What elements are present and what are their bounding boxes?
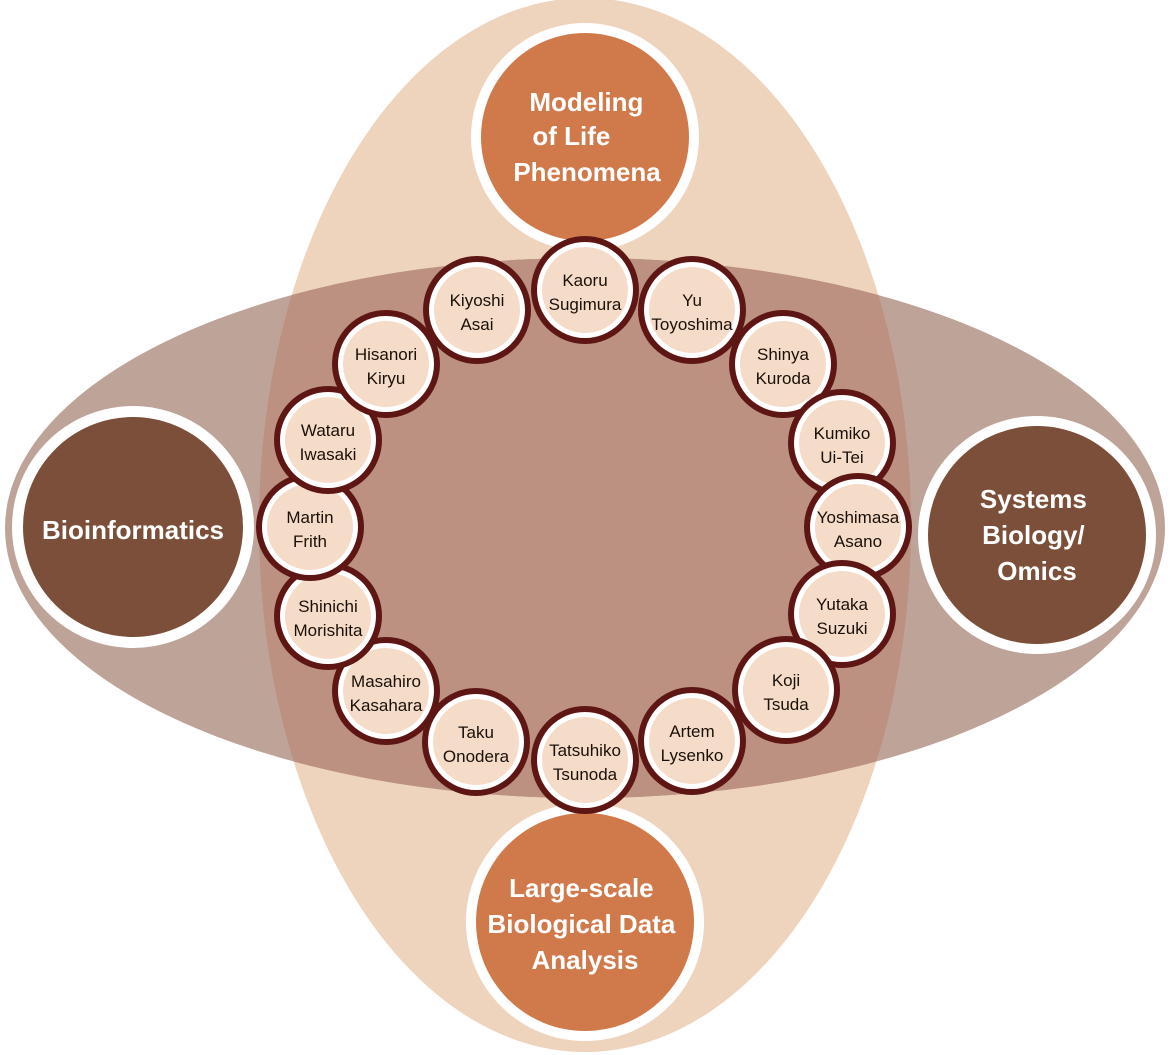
topic-right-line-1: Systems (980, 484, 1087, 514)
person-circle-fill (740, 321, 826, 407)
person-circle-fill (267, 484, 353, 570)
svg-text:Systems Biology/ O: Systems Biology/ Omics (980, 484, 1094, 586)
person-circle-fill (343, 648, 429, 734)
topic-bottom-line-3: Analysis (532, 945, 639, 975)
topic-large-scale-biological-data-analysis: Large-scale Biological Data Analysis (466, 803, 704, 1041)
person-last-name: Lysenko (661, 746, 724, 765)
person-first-name: Yu (682, 291, 702, 310)
person-first-name: Koji (772, 671, 800, 690)
person-last-name: Tsuda (763, 695, 809, 714)
person-first-name: Taku (458, 723, 494, 742)
person-last-name: Sugimura (549, 295, 622, 314)
topic-bottom-line-2: Biological Data (487, 909, 675, 939)
person-circle-fill (542, 717, 628, 803)
person-first-name: Hisanori (355, 345, 417, 364)
topic-top-line-2: of Life (532, 121, 610, 151)
person-last-name: Ui-Tei (820, 448, 863, 467)
person-last-name: Morishita (294, 621, 364, 640)
person-first-name: Yoshimasa (817, 508, 900, 527)
person-last-name: Toyoshima (651, 315, 733, 334)
person-first-name: Masahiro (351, 672, 421, 691)
person-last-name: Suzuki (816, 619, 867, 638)
topic-top-line-3: Phenomena (513, 157, 661, 187)
person-circle-fill (649, 267, 735, 353)
person-circle-fill (285, 397, 371, 483)
person-circle-fill (743, 647, 829, 733)
person-first-name: Kaoru (562, 271, 607, 290)
person-circle-fill (799, 571, 885, 657)
person-first-name: Yutaka (816, 595, 869, 614)
person-circle-fill (815, 484, 901, 570)
person-first-name: Kumiko (814, 424, 871, 443)
topic-bottom-line-1: Large-scale (509, 873, 654, 903)
topic-systems-biology-omics: Systems Biology/ Omics (918, 416, 1156, 654)
person-circle-fill (343, 321, 429, 407)
svg-text:Modeling of Life P: Modeling of Life Phenomena (513, 87, 661, 187)
topic-modeling-of-life-phenomena: Modeling of Life Phenomena (471, 23, 699, 251)
topic-left-line-1: Bioinformatics (42, 515, 224, 545)
svg-text:Large-scale Biological D: Large-scale Biological Data Analysis (487, 873, 682, 975)
person-circle-fill (285, 573, 371, 659)
person-first-name: Tatsuhiko (549, 741, 621, 760)
person-first-name: Shinya (757, 345, 810, 364)
person-last-name: Iwasaki (300, 445, 357, 464)
person-last-name: Kasahara (350, 696, 423, 715)
topic-bioinformatics: Bioinformatics (12, 406, 254, 648)
person-first-name: Martin (286, 508, 333, 527)
topic-right-line-3: Omics (997, 556, 1077, 586)
person-circle-fill (434, 267, 520, 353)
person-last-name: Frith (293, 532, 327, 551)
person-last-name: Kiryu (367, 369, 406, 388)
person-circle-fill (799, 400, 885, 486)
person-circle-fill (542, 247, 628, 333)
person-last-name: Tsunoda (553, 765, 618, 784)
person-first-name: Artem (669, 722, 714, 741)
person-last-name: Kuroda (756, 369, 811, 388)
person-circle-fill (433, 699, 519, 785)
person-last-name: Asai (460, 315, 493, 334)
person-circle-fill (649, 698, 735, 784)
person-first-name: Shinichi (298, 597, 358, 616)
person-last-name: Asano (834, 532, 882, 551)
person-last-name: Onodera (443, 747, 510, 766)
topic-top-line-1: Modeling (529, 87, 643, 117)
overlap-region (259, 258, 911, 798)
person-first-name: Kiyoshi (450, 291, 505, 310)
svg-text:Bioinformatics: Bioinformatics (42, 515, 224, 545)
person-first-name: Wataru (301, 421, 355, 440)
topic-right-line-2: Biology/ (982, 520, 1085, 550)
